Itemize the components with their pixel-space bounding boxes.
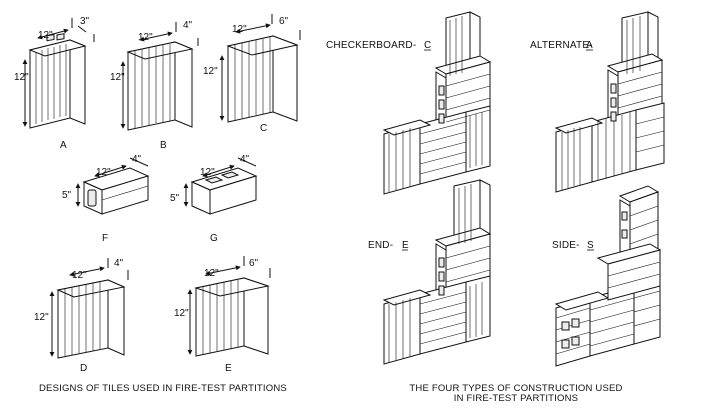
side-code: S [587, 240, 594, 251]
tile-d [49, 258, 129, 359]
tile-f-height: 5" [62, 190, 72, 201]
tile-e-depth: 6" [249, 258, 259, 269]
tile-c-height: 12" [203, 66, 218, 77]
tile-f-width: 12" [96, 167, 111, 178]
caption-left: DESIGNS OF TILES USED IN FIRE-TEST PARTI… [39, 383, 287, 394]
caption-right-line2: IN FIRE-TEST PARTITIONS [454, 393, 578, 404]
alternate-label: ALTERNATE- [530, 40, 593, 51]
tile-e-width: 12" [204, 268, 219, 279]
construction-side [554, 185, 662, 367]
checkerboard-code: C [424, 40, 431, 51]
tile-d-depth: 4" [114, 258, 124, 269]
tile-c [219, 14, 301, 123]
tile-e-height: 12" [174, 308, 189, 319]
end-code: E [402, 240, 409, 251]
tile-a-width: 12" [38, 30, 53, 41]
tile-d-height: 12" [34, 312, 49, 323]
tile-b-letter: B [160, 140, 167, 151]
tile-g-width: 12" [200, 167, 215, 178]
checkerboard-label: CHECKERBOARD- [326, 40, 416, 51]
tile-g [183, 157, 258, 215]
tile-f [75, 157, 150, 215]
tile-a-depth: 3" [80, 16, 90, 27]
tile-f-letter: F [102, 233, 108, 244]
tile-a-height: 12" [14, 72, 29, 83]
alternate-code: A [586, 40, 593, 51]
tile-g-depth: 4" [240, 154, 250, 165]
end-label: END- [368, 240, 393, 251]
tile-c-depth: 6" [279, 16, 289, 27]
side-label: SIDE- [552, 240, 580, 251]
tile-d-letter: D [80, 363, 87, 374]
caption-right-line1: THE FOUR TYPES OF CONSTRUCTION USED [409, 383, 622, 394]
construction-end [382, 179, 492, 365]
tile-a-letter: A [60, 140, 67, 151]
tile-d-width: 12" [72, 270, 87, 281]
tile-c-letter: C [260, 123, 267, 134]
construction-alternate [554, 11, 665, 193]
construction-checkerboard [382, 11, 492, 195]
tile-g-letter: G [210, 233, 218, 244]
tile-g-height: 5" [170, 193, 180, 204]
tile-b [120, 22, 199, 131]
tile-b-width: 12" [138, 32, 153, 43]
tile-e-letter: E [225, 363, 232, 374]
tile-c-width: 12" [232, 24, 247, 35]
tile-e [187, 256, 271, 357]
tile-b-depth: 4" [183, 20, 193, 31]
tile-a [22, 18, 95, 129]
tile-b-height: 12" [110, 72, 125, 83]
tile-f-depth: 4" [132, 154, 142, 165]
